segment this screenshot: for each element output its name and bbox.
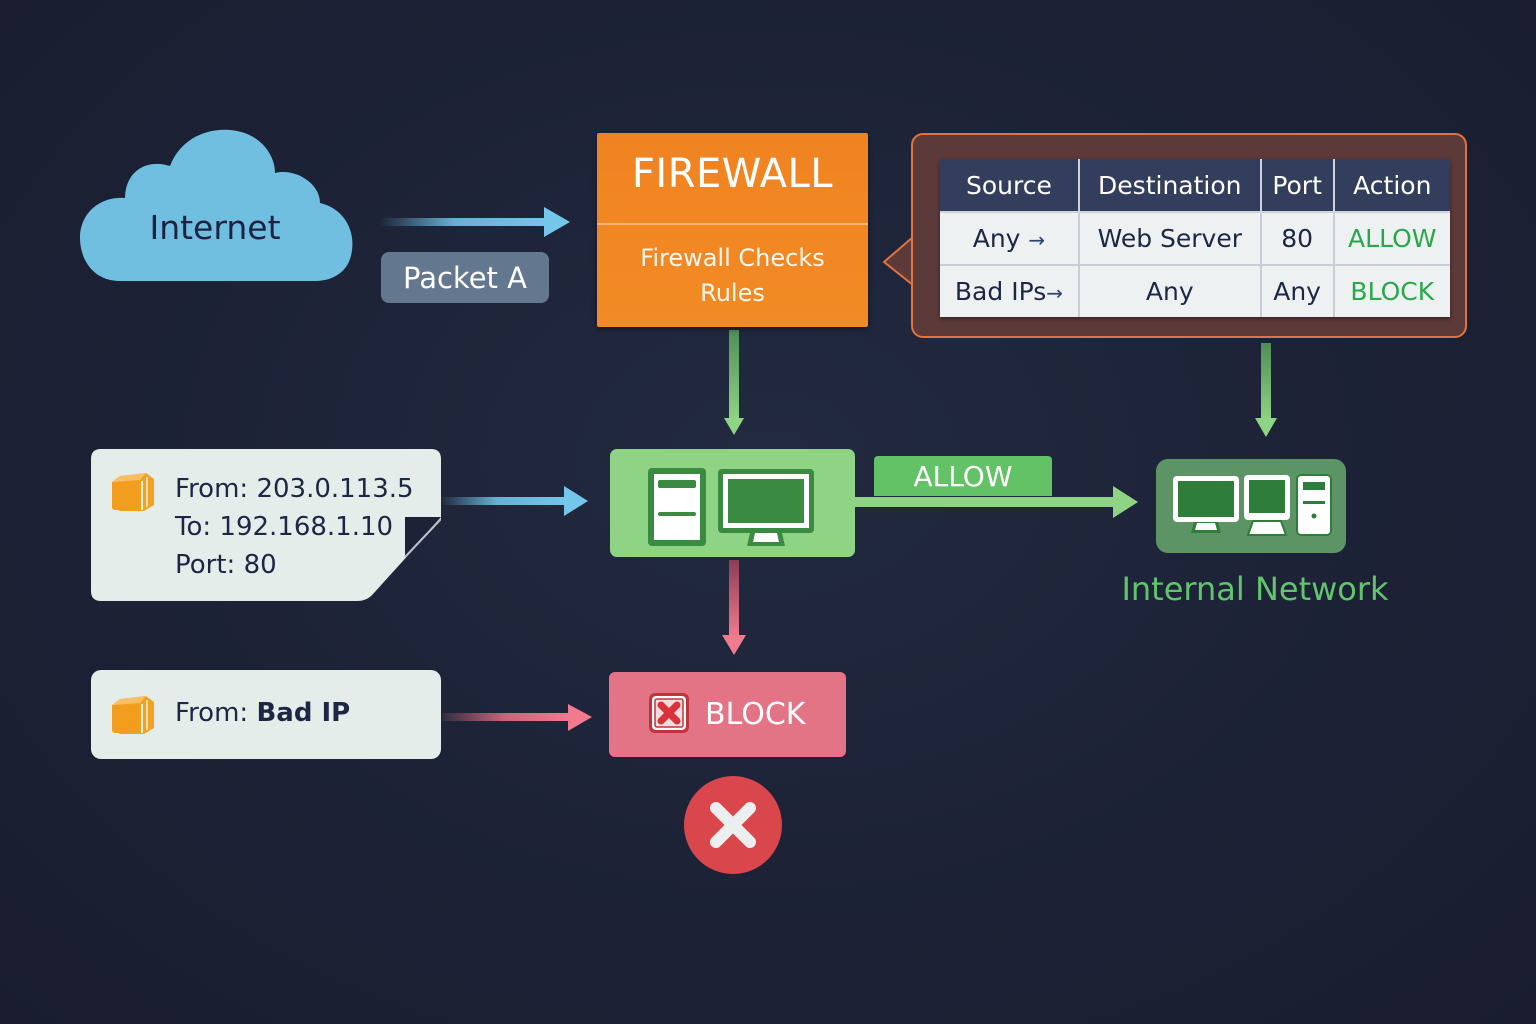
source-value: Any	[972, 224, 1021, 253]
cloud-icon	[80, 129, 353, 281]
arrow-inspector-to-block	[722, 560, 746, 655]
packet-2-from-value: Bad IP	[256, 698, 351, 728]
reject-circle-icon	[684, 776, 782, 874]
arrow-right-icon: →	[1028, 228, 1046, 252]
internal-network-icons	[1173, 474, 1332, 536]
internal-network-node	[1156, 459, 1346, 553]
header-destination: Destination	[1078, 159, 1262, 213]
cell-action: ALLOW	[1333, 212, 1450, 266]
arrow-packet1-to-inspector	[440, 486, 588, 516]
cell-action: BLOCK	[1333, 265, 1450, 317]
monitor-icon	[718, 469, 814, 546]
table-row: Any → Web Server 80 ALLOW	[940, 212, 1450, 266]
packet-1-from: From: 203.0.113.5	[175, 474, 414, 504]
packet-1-port: Port: 80	[175, 550, 277, 580]
source-value: Bad IPs	[954, 277, 1047, 306]
packet-1-details: From: 203.0.113.5 To: 192.168.1.10 Port:…	[175, 470, 414, 584]
cell-source: Any →	[940, 212, 1080, 266]
packet-1-to: To: 192.168.1.10	[175, 512, 394, 542]
packet-card-1	[91, 449, 441, 601]
packet-2-details: From: Bad IP	[175, 698, 350, 728]
firewall-subtitle-line1: Firewall Checks	[640, 244, 825, 272]
package-icon	[112, 473, 154, 511]
block-label: BLOCK	[705, 697, 806, 732]
firewall-subtitle-line2: Rules	[700, 279, 765, 307]
firewall-subtitle: Firewall Checks Rules	[597, 241, 868, 311]
cell-source: Bad IPs→	[940, 265, 1080, 317]
firewall-divider	[597, 223, 868, 225]
rules-header-row: Source Destination Port Action	[940, 159, 1450, 213]
arrow-right-icon: →	[1046, 281, 1063, 305]
header-source: Source	[940, 159, 1080, 213]
cell-destination: Web Server	[1078, 212, 1262, 266]
arrow-rules-to-internal	[1255, 343, 1277, 437]
internal-network-label: Internal Network	[1121, 570, 1389, 608]
cell-port: Any	[1260, 265, 1335, 317]
arrow-firewall-to-inspector	[724, 330, 744, 435]
rules-bubble: Source Destination Port Action Any → Web…	[911, 133, 1467, 338]
cell-destination: Any	[1078, 265, 1262, 317]
table-row: Bad IPs→ Any Any BLOCK	[940, 265, 1450, 317]
package-icon	[112, 696, 154, 734]
firewall-box: FIREWALL Firewall Checks Rules	[597, 133, 868, 327]
rules-table: Source Destination Port Action Any → Web…	[940, 159, 1450, 317]
arrow-internet-to-firewall	[380, 207, 570, 237]
internet-label: Internet	[149, 208, 281, 247]
tower-icon	[1296, 474, 1332, 536]
inspection-node	[610, 449, 855, 557]
allow-tag: ALLOW	[874, 456, 1052, 496]
packet-a-badge: Packet A	[381, 252, 549, 303]
inspection-icons	[648, 468, 814, 546]
header-action: Action	[1333, 159, 1450, 213]
arrow-packet2-to-block	[442, 704, 592, 731]
block-x-icon	[649, 693, 689, 733]
arrow-allow-to-internal	[855, 486, 1138, 518]
cell-port: 80	[1260, 212, 1335, 266]
server-icon	[648, 468, 706, 546]
packet-2-from-prefix: From:	[175, 698, 257, 728]
block-node	[609, 672, 846, 757]
desktop-icon	[1244, 475, 1290, 536]
monitor-icon	[1173, 476, 1239, 533]
header-port: Port	[1260, 159, 1335, 213]
firewall-title: FIREWALL	[631, 151, 834, 197]
